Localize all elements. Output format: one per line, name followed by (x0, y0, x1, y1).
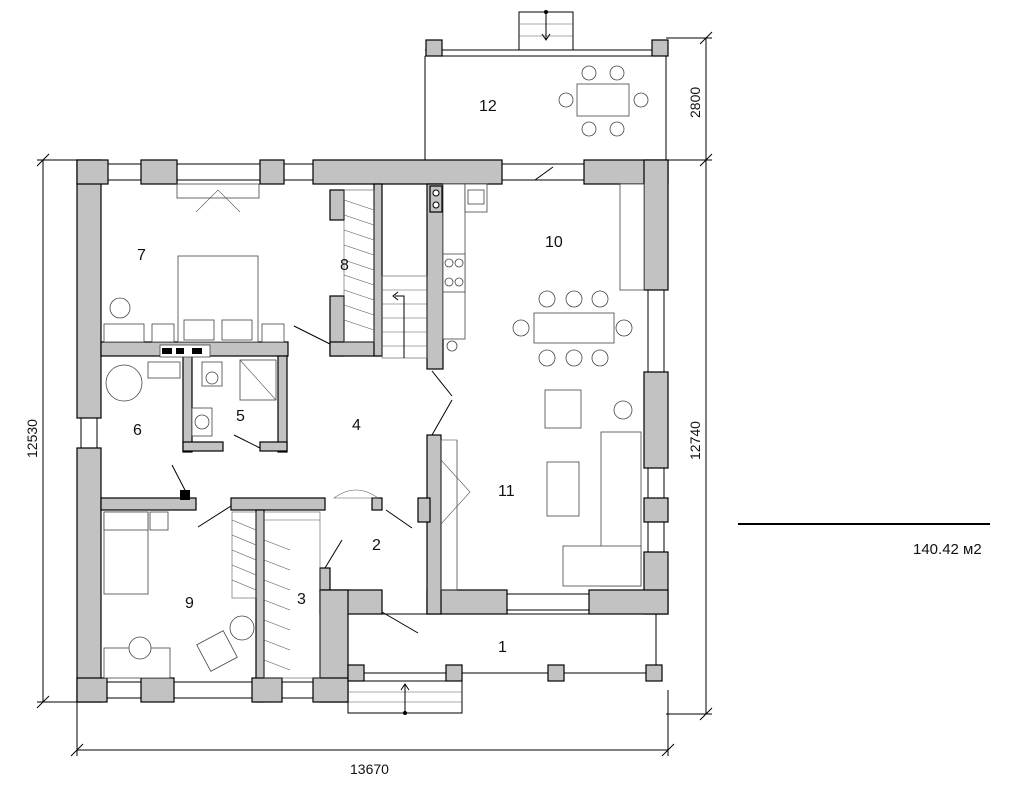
terrace-column (651, 39, 669, 57)
room-label-7: 7 (137, 247, 146, 264)
dimension-terrace: 2800 (687, 87, 703, 118)
windows (80, 163, 665, 699)
room-label-8: 8 (340, 257, 349, 274)
bathroom-5-fixtures (159, 344, 277, 437)
bench-2 (333, 489, 379, 499)
room-label-11: 11 (498, 483, 515, 500)
porch-outline (347, 613, 662, 715)
room-6-fixtures (105, 361, 190, 500)
terrace-outline (424, 10, 667, 160)
room-label-6: 6 (133, 422, 142, 439)
dimension-left: 12530 (24, 419, 40, 458)
door-swings (171, 166, 554, 634)
room-label-10: 10 (545, 234, 563, 251)
total-area: 140.42 м2 (913, 541, 982, 558)
dimension-bottom: 13670 (350, 761, 389, 777)
wardrobe-8 (343, 189, 375, 343)
walls (76, 159, 669, 703)
room-label-5: 5 (236, 408, 245, 425)
terrace-column (425, 39, 443, 57)
living-room-11 (440, 389, 642, 591)
wardrobe-3 (263, 511, 321, 679)
terrace-dining-set (558, 65, 649, 137)
room-labels: 1 2 3 4 5 6 7 8 9 10 11 12 (133, 98, 563, 656)
dimension-lines (36, 31, 990, 757)
stairs (381, 275, 428, 359)
bedroom-9-furniture (103, 511, 257, 679)
bedroom-7-furniture (103, 183, 285, 343)
room-label-9: 9 (185, 595, 194, 612)
room-label-12: 12 (479, 98, 497, 115)
room-label-2: 2 (372, 537, 381, 554)
room-label-1: 1 (498, 639, 507, 656)
dimension-right: 12740 (687, 421, 703, 460)
room-label-3: 3 (297, 591, 306, 608)
dining-area-10 (512, 183, 645, 367)
room-label-4: 4 (352, 417, 361, 434)
kitchen (429, 183, 488, 352)
